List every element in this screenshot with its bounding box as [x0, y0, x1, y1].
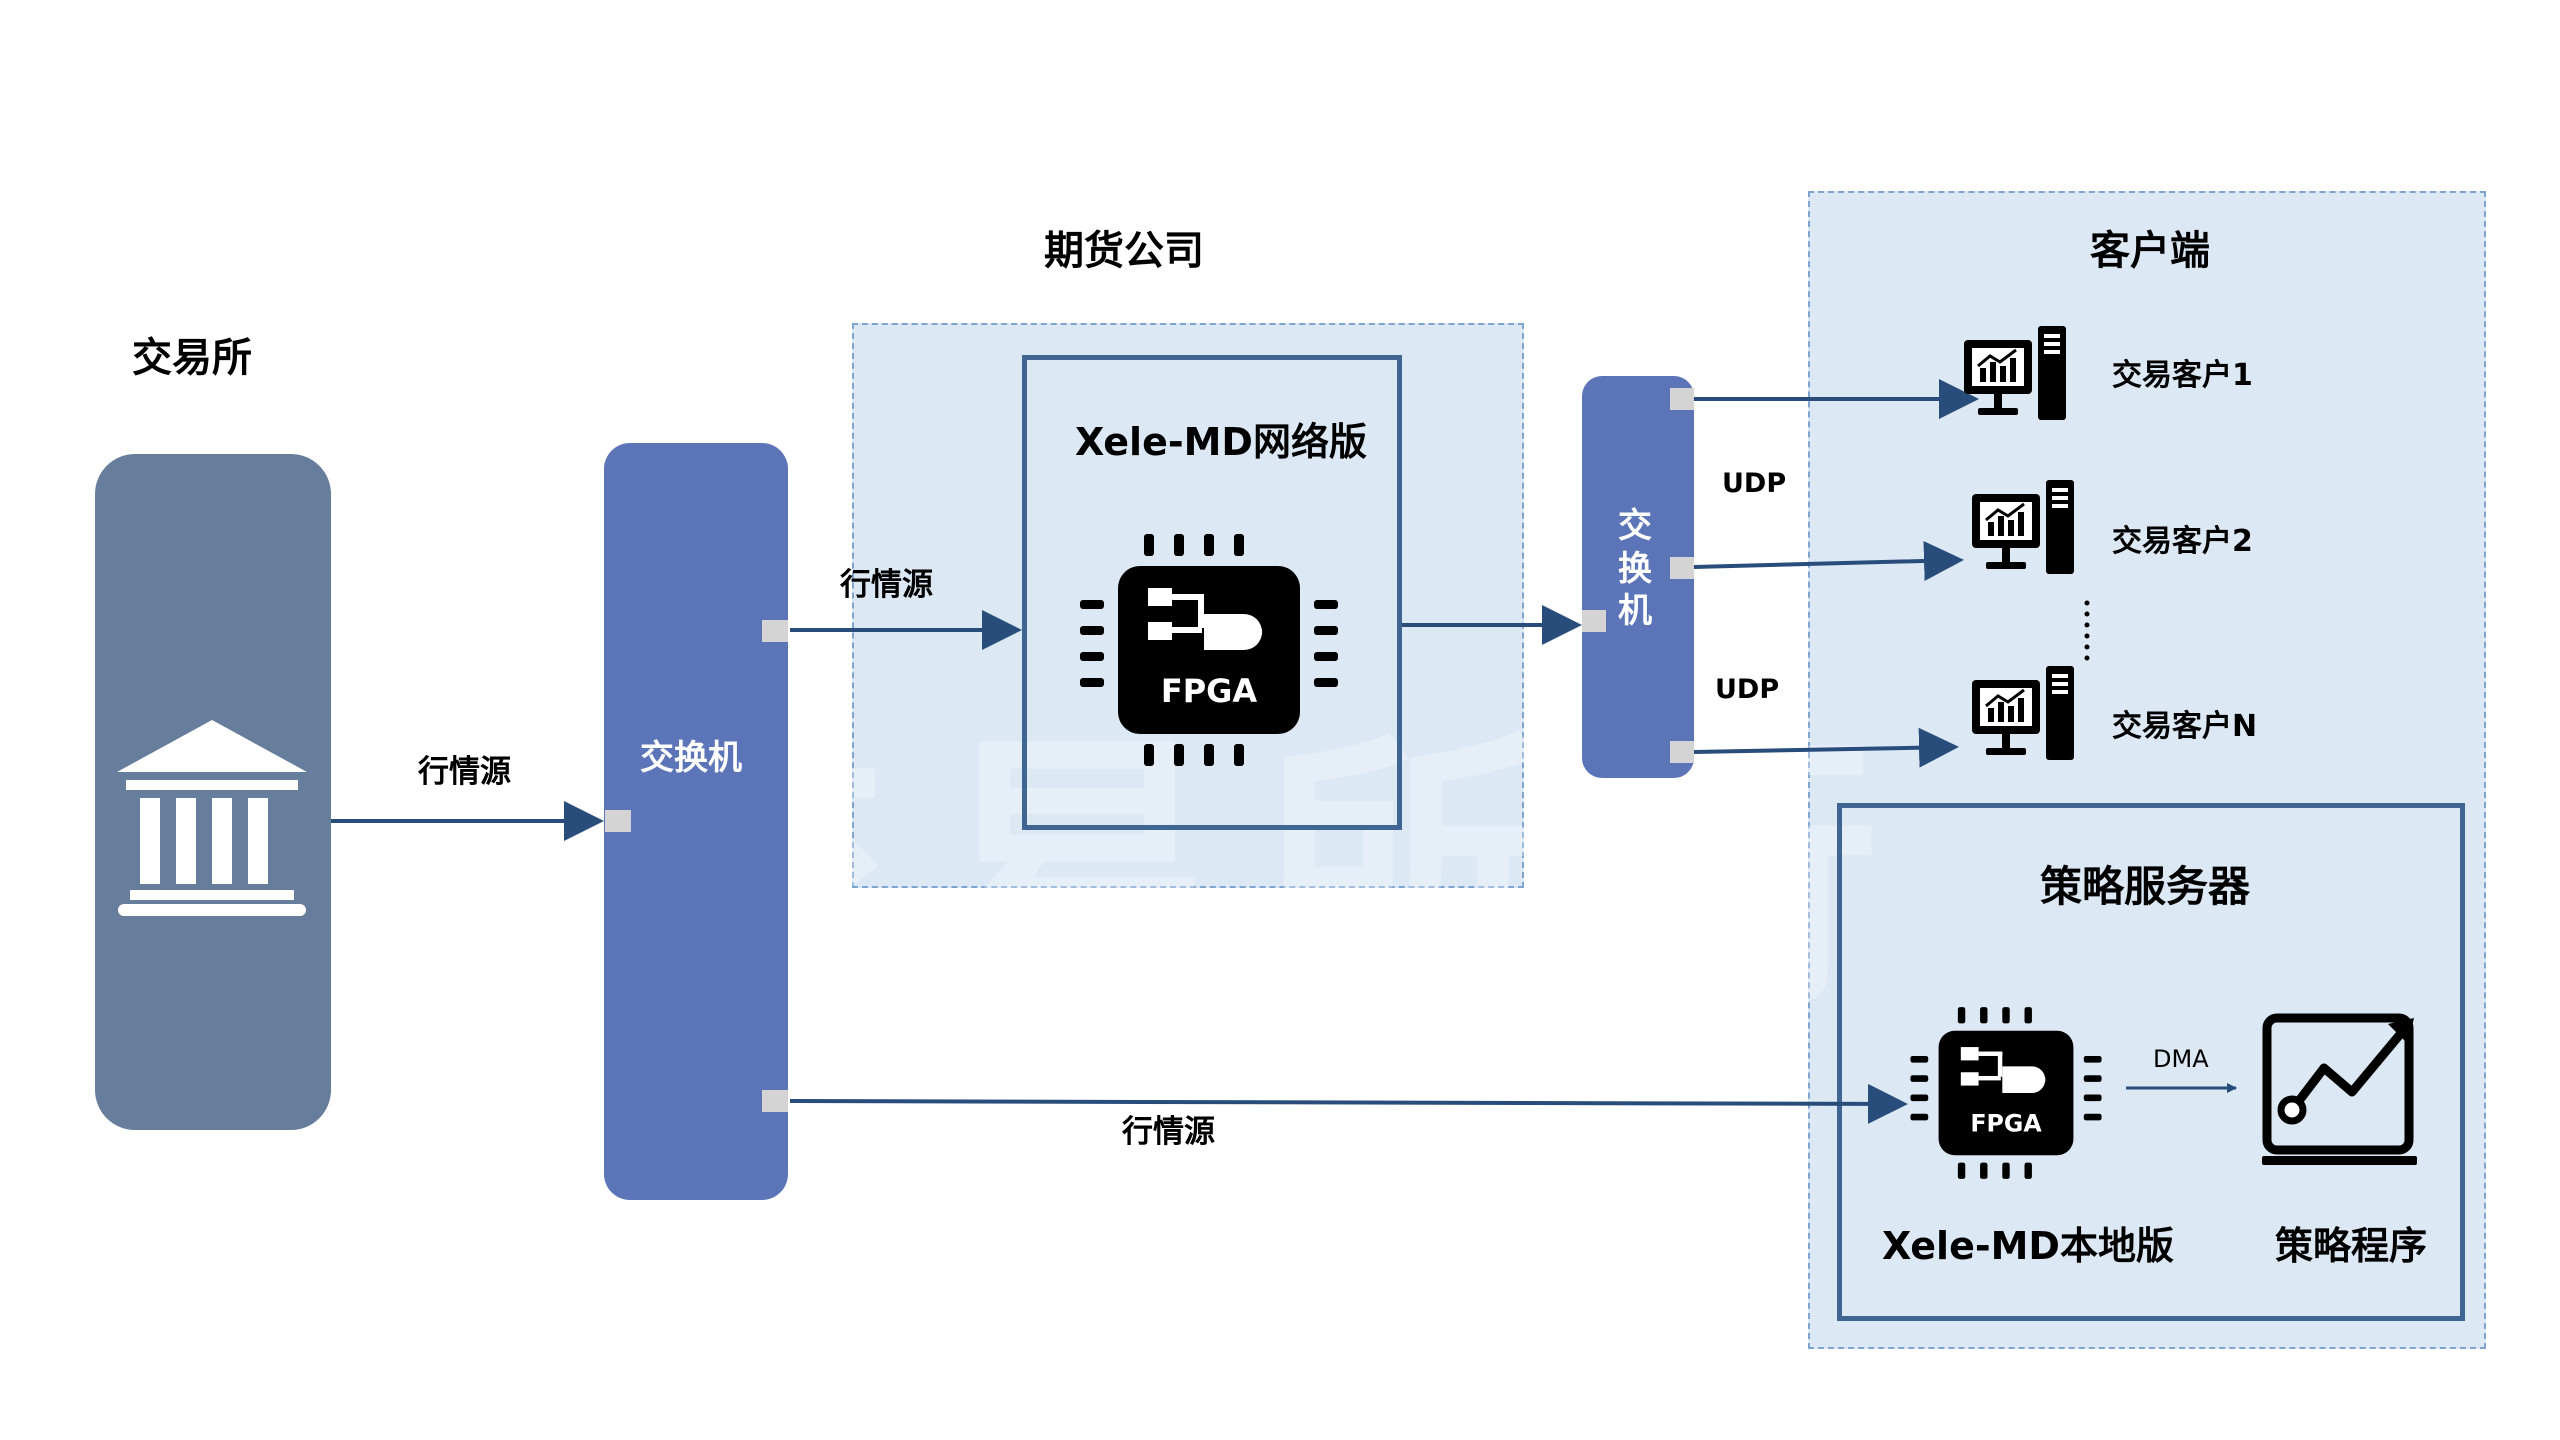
chip-text-local: FPGA: [1970, 1110, 2042, 1138]
chip-text: FPGA: [1161, 672, 1258, 710]
xele-md-network-box: [1022, 355, 1402, 830]
client-switch-port-1: [1670, 388, 1694, 410]
feed-label-exchange: 行情源: [418, 754, 511, 790]
computer-chart-icon-1: [1964, 326, 2066, 420]
strategy-server-box: [1837, 803, 2465, 1321]
computer-chart-icon-2: [1972, 480, 2074, 574]
main-switch-label: 交换机: [640, 738, 742, 778]
client-switch-label-text: 交 换 机: [1618, 506, 1652, 631]
client-label-n: 交易客户N: [2112, 709, 2258, 744]
client-label-1: 交易客户1: [2112, 358, 2253, 393]
futures-title: 期货公司: [1044, 228, 1204, 274]
client-ellipsis: [2084, 600, 2090, 661]
dma-label: DMA: [2153, 1045, 2209, 1073]
exchange-title: 交易所: [132, 335, 252, 381]
bank-icon: [117, 720, 307, 916]
fpga-chip-icon: FPGA: [1080, 534, 1338, 766]
feed-label-futures: 行情源: [840, 567, 933, 603]
feed-label-server: 行情源: [1122, 1114, 1215, 1150]
computer-chart-icon-n: [1972, 666, 2074, 760]
main-switch-port-out-bottom: [762, 1090, 788, 1112]
line-chart-icon: [2262, 1013, 2417, 1165]
client-switch-port-2: [1670, 557, 1694, 579]
arrow-switch-to-server: [789, 1083, 1908, 1124]
udp-label-top: UDP: [1722, 468, 1787, 499]
main-switch: [604, 443, 788, 1200]
client-label-2: 交易客户2: [2112, 524, 2253, 559]
xele-md-network-title: Xele-MD网络版: [1075, 420, 1367, 464]
arrow-switch-to-client-2: [1693, 540, 1964, 581]
xele-md-local-title: Xele-MD本地版: [1882, 1224, 2174, 1268]
client-switch-label: 交 换 机: [1610, 505, 1660, 633]
udp-label-bottom: UDP: [1715, 674, 1780, 705]
strategy-server-title: 策略服务器: [2040, 862, 2251, 911]
main-switch-port-in: [605, 810, 631, 832]
fpga-chip-icon-local: FPGA: [1910, 1007, 2102, 1179]
main-switch-port-out-top: [762, 620, 788, 642]
client-switch-port-in: [1582, 610, 1606, 632]
exchange-block: [95, 454, 331, 1130]
strategy-program-label: 策略程序: [2275, 1224, 2428, 1268]
arrow-switch-to-client-n: [1693, 727, 1959, 768]
client-title: 客户端: [2090, 228, 2210, 274]
client-switch-port-n: [1670, 741, 1694, 763]
